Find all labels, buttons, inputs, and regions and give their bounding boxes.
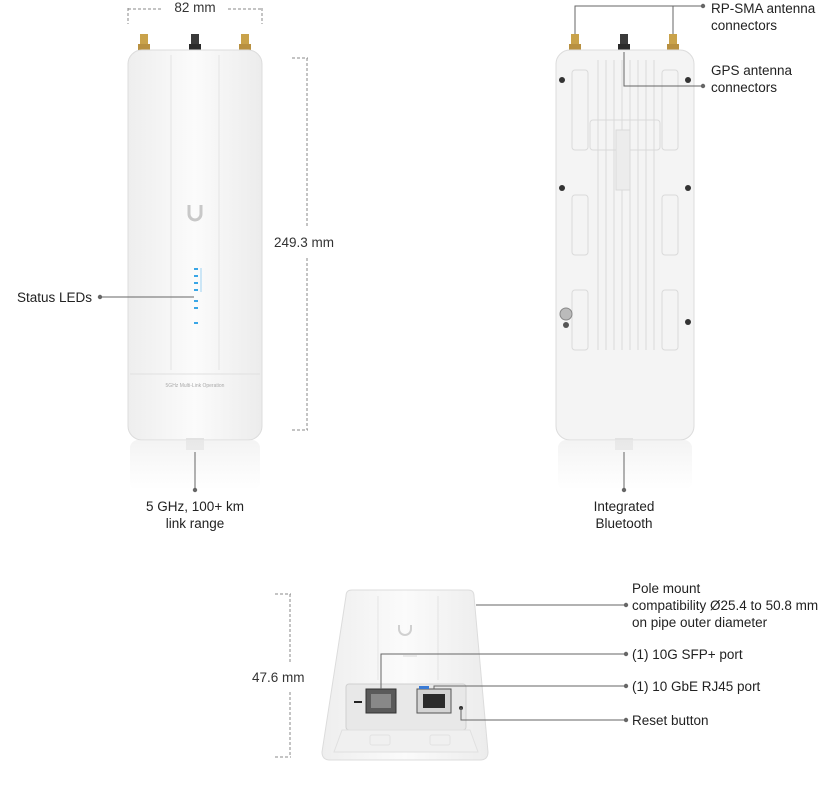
back-view — [555, 3, 706, 493]
ubiquiti-logo-icon — [187, 205, 203, 222]
height-dimension-line — [292, 57, 308, 431]
sfp-port-label: (1) 10G SFP+ port — [632, 647, 743, 662]
gps-label-line1: GPS antenna — [711, 63, 793, 78]
bluetooth-label: Integrated Bluetooth — [564, 498, 684, 532]
status-led-column — [194, 268, 198, 324]
reset-button-label: Reset button — [632, 713, 709, 728]
depth-dimension-label: 47.6 mm — [252, 670, 305, 685]
bottom-view — [275, 589, 629, 761]
width-dimension-label: 82 mm — [174, 0, 216, 15]
gps-label-line2: connectors — [711, 80, 778, 95]
mounting-ribs — [571, 60, 679, 351]
reset-leader-line — [460, 708, 629, 723]
rj45-port-label: (1) 10 GbE RJ45 port — [632, 679, 761, 694]
rp-sma-label: RP-SMA antenna connectors — [711, 0, 815, 34]
height-dimension-label: 249.3 mm — [274, 235, 335, 250]
back-antenna-connector-right — [667, 34, 679, 52]
bluetooth-label-line2: Bluetooth — [595, 516, 653, 531]
rp-sma-leader-line — [574, 3, 706, 34]
status-leds-leader-line — [97, 294, 194, 300]
bluetooth-label-line1: Integrated — [593, 499, 655, 514]
ground-screw-icon — [559, 307, 573, 328]
gps-label: GPS antenna connectors — [711, 62, 792, 96]
back-antenna-connector-center — [618, 34, 630, 52]
pole-mount-label-line2: compatibility Ø25.4 to 50.8 mm — [632, 598, 819, 613]
bluetooth-leader-line — [621, 452, 627, 493]
status-leds-label: Status LEDs — [17, 290, 93, 305]
pole-mount-leader-line — [476, 602, 629, 608]
depth-dimension-line — [275, 593, 291, 758]
back-antenna-connector-left — [569, 34, 581, 52]
width-dimension-line — [127, 8, 263, 24]
link-range-label: 5 GHz, 100+ km link range — [125, 498, 265, 532]
screw-icon — [559, 77, 691, 325]
sfp-leader-line — [380, 651, 629, 689]
rp-sma-label-line1: RP-SMA antenna — [711, 1, 816, 16]
link-range-label-line2: link range — [165, 516, 225, 531]
front-view — [97, 8, 308, 493]
pole-mount-label-line3: on pipe outer diameter — [632, 615, 768, 630]
link-range-leader-line — [192, 452, 198, 493]
back-device-body — [555, 49, 695, 441]
front-antenna-connector-center — [189, 34, 201, 52]
rp-sma-label-line2: connectors — [711, 18, 778, 33]
link-range-label-line1: 5 GHz, 100+ km — [146, 499, 244, 514]
front-antenna-connector-right — [239, 34, 251, 52]
front-band-text: 5GHz Multi-Link Operation — [165, 383, 225, 389]
pole-mount-label-line1: Pole mount — [632, 581, 701, 596]
pole-mount-label: Pole mount compatibility Ø25.4 to 50.8 m… — [632, 580, 818, 631]
rj45-leader-line — [433, 683, 629, 689]
gps-leader-line — [623, 52, 706, 89]
front-antenna-connector-left — [138, 34, 150, 52]
